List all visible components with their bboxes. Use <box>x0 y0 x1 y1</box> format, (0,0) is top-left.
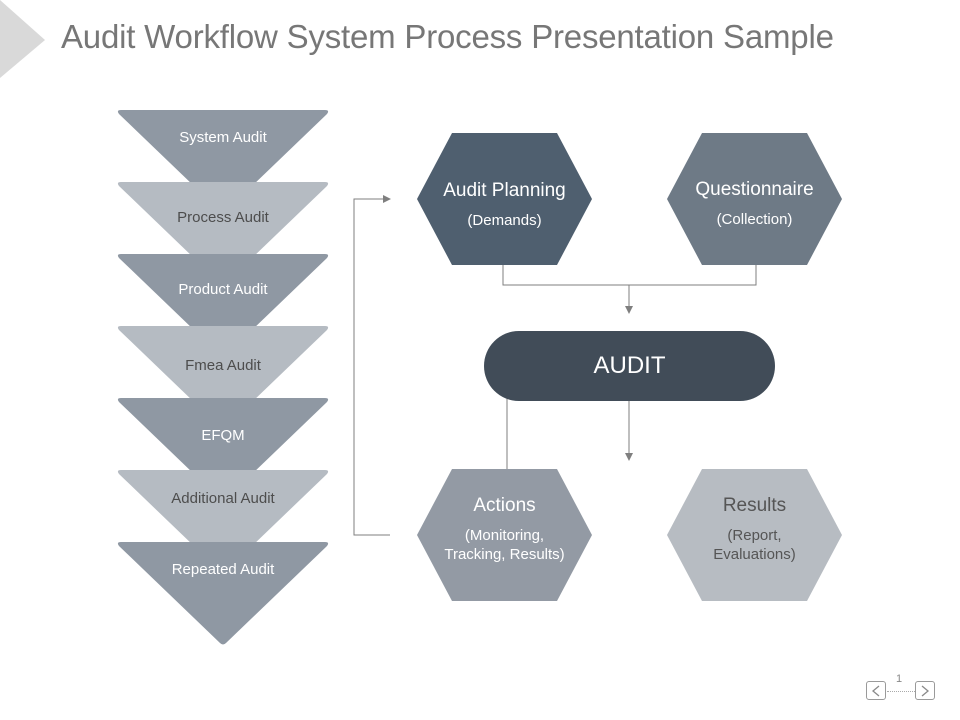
audit-type-label: Additional Audit <box>171 490 275 507</box>
results-subtitle: (Report, Evaluations) <box>713 527 796 563</box>
audit-planning-text: Audit Planning (Demands) <box>417 179 592 230</box>
audit-planning-title: Audit Planning <box>443 180 566 201</box>
hexagon-audit-planning <box>417 133 592 265</box>
actions-subtitle: (Monitoring, Tracking, Results) <box>444 527 565 563</box>
next-slide-button[interactable] <box>915 681 935 700</box>
actions-text: Actions (Monitoring, Tracking, Results) <box>417 494 592 564</box>
audit-types-funnel <box>117 110 329 645</box>
audit-center-label: AUDIT <box>593 352 666 379</box>
questionnaire-text: Questionnaire (Collection) <box>667 178 842 229</box>
audit-type-label: Process Audit <box>177 209 269 226</box>
feedback-connector <box>353 195 391 536</box>
questionnaire-title: Questionnaire <box>695 179 814 200</box>
planning-to-merge-connector <box>502 265 757 286</box>
page-number: 1 <box>896 673 903 685</box>
audit-type-label: System Audit <box>179 129 267 146</box>
triangle-repeated-audit <box>117 542 329 645</box>
results-text: Results (Report, Evaluations) <box>667 494 842 564</box>
hexagon-questionnaire <box>667 133 842 265</box>
chevron-left-icon <box>871 685 880 696</box>
triangle-fmea-audit <box>117 326 329 429</box>
hexagon-results <box>667 469 842 601</box>
audit-type-label: Product Audit <box>178 281 268 298</box>
triangle-efqm <box>117 398 329 501</box>
actions-title: Actions <box>473 495 536 516</box>
results-title: Results <box>722 495 787 516</box>
chevron-right-icon <box>921 685 930 696</box>
triangle-system-audit <box>117 110 329 213</box>
corner-arrow-decoration <box>0 0 45 78</box>
connectors <box>353 195 757 536</box>
previous-slide-button[interactable] <box>866 681 886 700</box>
triangle-process-audit <box>117 182 329 285</box>
audit-type-label: EFQM <box>201 427 245 444</box>
audit-type-label: Fmea Audit <box>185 357 261 374</box>
questionnaire-subtitle: (Collection) <box>716 211 793 228</box>
audit-center-node: AUDIT <box>484 331 775 401</box>
triangle-product-audit <box>117 254 329 357</box>
nav-divider <box>887 691 915 692</box>
hexagon-actions <box>417 469 592 601</box>
triangle-additional-audit <box>117 470 329 573</box>
slide-title: Audit Workflow System Process Presentati… <box>61 18 834 55</box>
audit-type-label: Repeated Audit <box>171 561 275 578</box>
audit-planning-subtitle: (Demands) <box>467 212 542 229</box>
